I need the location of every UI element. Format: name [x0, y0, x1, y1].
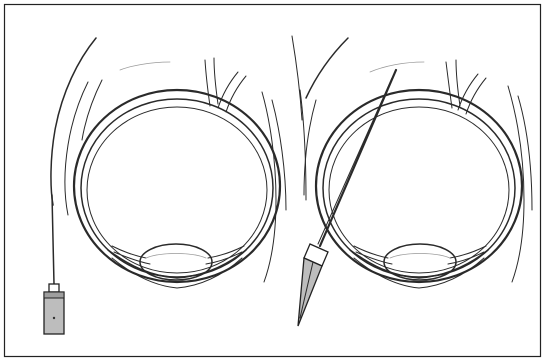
figure-canvas: [0, 0, 545, 361]
anatomical-figure: [0, 0, 545, 361]
